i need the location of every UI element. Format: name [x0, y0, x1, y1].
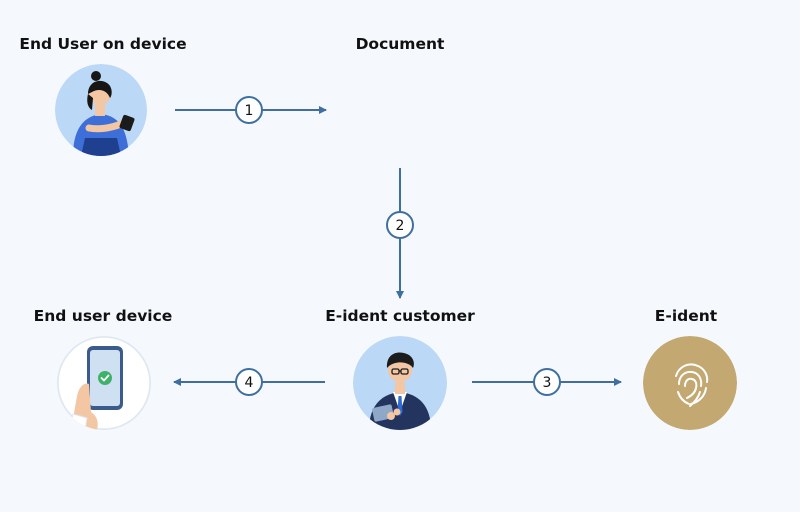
- step-badge-3: 3: [533, 368, 561, 396]
- end-user-device-illustration: [57, 336, 151, 430]
- eident-label: E-ident: [654, 307, 718, 325]
- eident-logo: [643, 336, 737, 430]
- eident-customer-avatar: [353, 336, 447, 430]
- step-number-4: 4: [245, 375, 254, 391]
- step-number-3: 3: [543, 375, 552, 391]
- document-label: Document: [355, 35, 445, 53]
- end-user-avatar: [55, 64, 147, 156]
- step-number-2: 2: [396, 218, 405, 234]
- end-user-label: End User on device: [19, 35, 187, 53]
- step-badge-4: 4: [235, 368, 263, 396]
- check-icon: [98, 371, 112, 385]
- end-user-device-label: End user device: [33, 307, 173, 325]
- step-badge-2: 2: [386, 211, 414, 239]
- step-badge-1: 1: [235, 96, 263, 124]
- fingerprint-icon: [643, 336, 737, 430]
- eident-customer-label: E-ident customer: [325, 307, 475, 325]
- step-number-1: 1: [245, 103, 254, 119]
